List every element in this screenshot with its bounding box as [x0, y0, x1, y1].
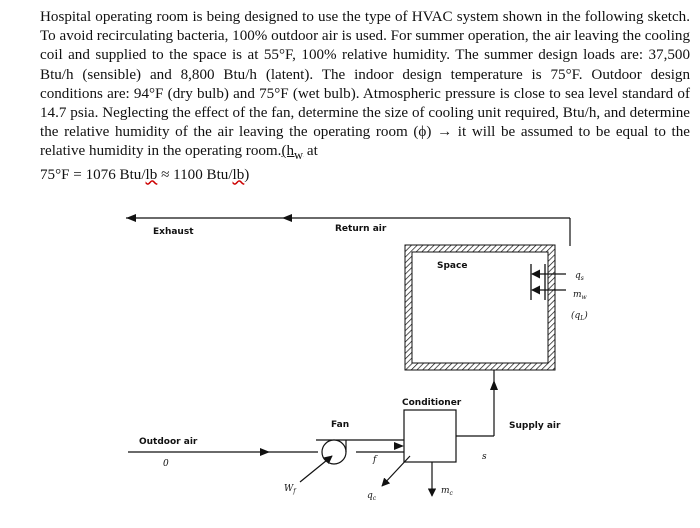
- fan-label: Fan: [331, 420, 349, 430]
- state-f-label: f: [372, 455, 378, 465]
- q-c-label: qc: [367, 491, 377, 502]
- exhaust-label: Exhaust: [153, 227, 194, 237]
- exhaust-arrow: [126, 214, 136, 222]
- q-s-label: qs: [575, 271, 584, 282]
- state-s-label: s: [482, 452, 487, 462]
- return-arrow: [282, 214, 292, 222]
- supply-air-label: Supply air: [509, 421, 561, 431]
- fan-work-arrow: [299, 455, 333, 483]
- problem-text-cont: it will be assumed to be equal to the re…: [40, 124, 690, 160]
- supply-duct: [456, 370, 498, 437]
- approx-value: ≈ 1100 Btu/: [157, 166, 233, 183]
- problem-statement: Hospital operating room is being designe…: [40, 8, 690, 185]
- hw-at: at: [303, 143, 318, 160]
- m-w-label: mw: [573, 290, 588, 301]
- conditioner-box: [403, 409, 457, 463]
- hw-subscript: w: [294, 148, 304, 163]
- load-arrows: [530, 264, 566, 300]
- outdoor-flow-arrow: [260, 448, 270, 456]
- hw-value: 75°F = 1076 Btu/: [40, 166, 146, 183]
- arrow-symbol: →: [437, 124, 453, 141]
- return-air-label: Return air: [335, 224, 387, 234]
- space-label: Space: [437, 261, 467, 271]
- space-room: [404, 244, 556, 371]
- w-f-label: Wf: [284, 484, 297, 495]
- conditioner-label: Conditioner: [402, 398, 462, 408]
- return-duct: [126, 214, 571, 246]
- outdoor-air-label: Outdoor air: [139, 437, 198, 447]
- q-l-label: (qL): [571, 310, 588, 322]
- unit-lb-2: lb: [232, 166, 245, 183]
- close-paren: ): [244, 166, 250, 183]
- problem-text: Hospital operating room is being designe…: [40, 9, 690, 141]
- hw-label: (hw: [281, 143, 304, 163]
- fan: [316, 439, 404, 465]
- unit-lb-1: lb: [145, 166, 158, 183]
- state-0-label: 0: [163, 459, 169, 469]
- m-c-label: mc: [441, 486, 454, 497]
- q-c-arrow: [381, 455, 411, 487]
